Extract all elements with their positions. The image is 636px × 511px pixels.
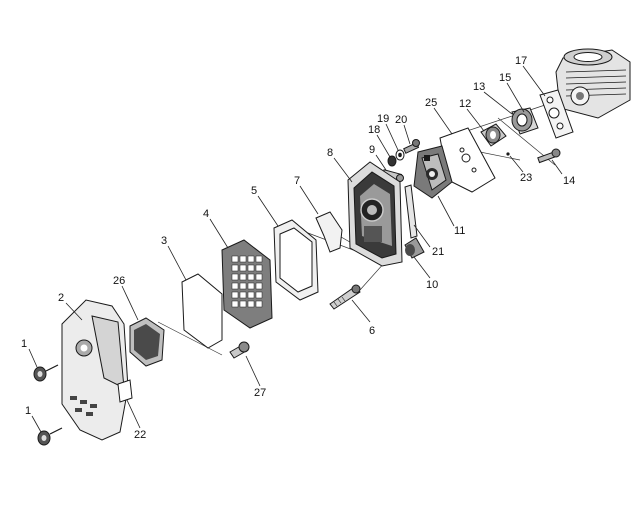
callout-7: 7 <box>294 175 300 187</box>
foam-pad-part-3 <box>181 273 223 349</box>
bolt-part-20 <box>403 139 420 154</box>
callout-12: 12 <box>459 98 471 110</box>
callout-14: 14 <box>563 175 575 187</box>
insulator-part-13 <box>511 107 539 135</box>
callout-6: 6 <box>369 325 375 337</box>
filter-base-part-8 <box>347 161 403 267</box>
filter-element-part-5 <box>273 219 319 301</box>
washer-part-19 <box>395 149 405 161</box>
knob-part-1-lower <box>37 427 63 446</box>
screw-part-14 <box>537 148 561 164</box>
knob-part-10 <box>404 237 425 259</box>
callout-22: 22 <box>134 429 146 441</box>
callout-9: 9 <box>369 144 375 156</box>
callout-13: 13 <box>473 81 485 93</box>
callout-10: 10 <box>426 279 438 291</box>
callout-23: 23 <box>520 172 532 184</box>
callout-26: 26 <box>113 275 125 287</box>
callout-4: 4 <box>203 208 209 220</box>
retainer-part-26 <box>129 317 165 367</box>
spacer-part-12 <box>480 123 507 147</box>
callout-15: 15 <box>499 72 511 84</box>
callout-1-upper: 1 <box>21 338 27 350</box>
knob-part-1-upper <box>33 364 59 382</box>
callout-18: 18 <box>368 124 380 136</box>
gasket-part-15 <box>539 89 574 139</box>
plug-part-18 <box>387 155 397 167</box>
callout-3: 3 <box>161 235 167 247</box>
rod-part-21 <box>404 184 418 239</box>
callout-19: 19 <box>377 113 389 125</box>
callout-20: 20 <box>395 114 407 126</box>
pin-part-23 <box>506 152 510 156</box>
callout-1-lower: 1 <box>25 405 31 417</box>
bracket-part-7 <box>315 211 343 253</box>
callout-5: 5 <box>251 185 257 197</box>
bolt-part-6 <box>329 284 361 310</box>
cylinder-part-17 <box>555 48 631 119</box>
screw-part-27 <box>229 341 250 359</box>
cover-part-2 <box>61 299 129 441</box>
mesh-filter-part-4 <box>221 239 273 329</box>
callout-11: 11 <box>454 225 465 237</box>
callout-21: 21 <box>432 246 444 258</box>
label-part-22 <box>117 379 133 403</box>
callout-17: 17 <box>515 55 527 67</box>
callout-27: 27 <box>254 387 266 399</box>
carburetor-part-11 <box>413 145 453 199</box>
callout-2: 2 <box>58 292 64 304</box>
callout-25: 25 <box>425 97 437 109</box>
callout-8: 8 <box>327 147 333 159</box>
leader-lines <box>28 65 563 433</box>
callout-numbers: 1 1 2 3 4 5 6 7 8 9 10 11 12 13 14 15 17… <box>21 55 575 441</box>
